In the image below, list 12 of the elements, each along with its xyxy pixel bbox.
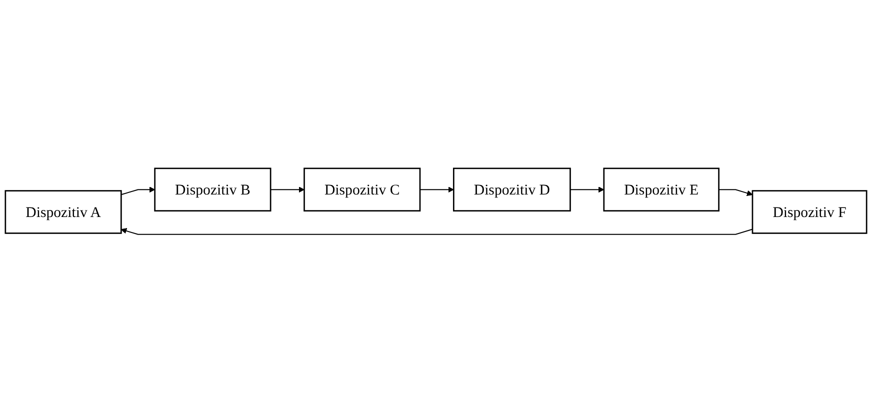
arrow: [420, 186, 454, 192]
node-box: Dispozitiv A: [4, 190, 122, 234]
arrow: [570, 186, 604, 192]
arrow: [121, 186, 156, 195]
node-box: Dispozitiv C: [304, 167, 421, 212]
node-box: Dispozitiv E: [603, 167, 720, 212]
arrow: [120, 228, 753, 234]
node-box: Dispozitiv B: [154, 167, 272, 212]
node-box: Dispozitiv D: [453, 167, 571, 212]
node-box: Dispozitiv F: [752, 190, 868, 234]
arrow: [270, 186, 305, 192]
arrow: [718, 188, 753, 196]
